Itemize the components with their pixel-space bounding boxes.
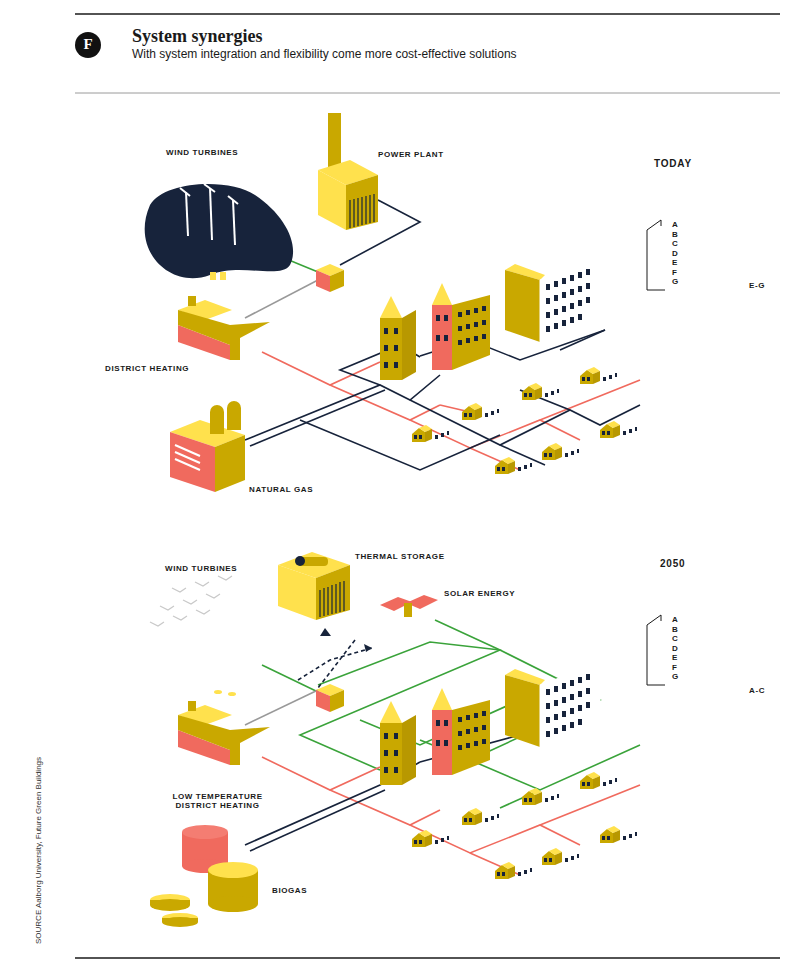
title: System synergies (132, 26, 262, 47)
component-label: SOLAR ENERGY (444, 589, 515, 598)
component-label: THERMAL STORAGE (355, 552, 445, 561)
component-label: LOW TEMPERATURE DISTRICT HEATING (160, 792, 275, 810)
period-label: 2050 (660, 558, 685, 570)
component-label: E-G (749, 281, 765, 290)
section-badge: F (83, 36, 92, 53)
energy-class-letter: D (672, 249, 678, 258)
energy-class-letter: E (672, 258, 677, 267)
energy-class-letter: A (672, 615, 678, 624)
component-label: POWER PLANT (378, 150, 444, 159)
source-note: SOURCE Aalborg University, Future Green … (34, 757, 43, 944)
energy-class-letter: D (672, 644, 678, 653)
energy-class-letter: B (672, 625, 678, 634)
subtitle: With system integration and flexibility … (132, 48, 517, 62)
component-label: WIND TURBINES (165, 564, 237, 573)
component-label: DISTRICT HEATING (105, 364, 189, 373)
energy-class-letter: F (672, 268, 677, 277)
energy-class-letter: G (672, 277, 678, 286)
component-label: BIOGAS (272, 886, 307, 895)
energy-class-letter: C (672, 634, 678, 643)
period-label: TODAY (654, 158, 692, 170)
energy-class-letter: F (672, 663, 677, 672)
energy-class-letter: G (672, 672, 678, 681)
energy-class-letter: E (672, 653, 677, 662)
energy-class-letter: B (672, 230, 678, 239)
component-label: A-C (749, 686, 765, 695)
component-label: NATURAL GAS (249, 485, 313, 494)
energy-class-letter: A (672, 220, 678, 229)
energy-class-letter: C (672, 239, 678, 248)
component-label: WIND TURBINES (166, 148, 238, 157)
